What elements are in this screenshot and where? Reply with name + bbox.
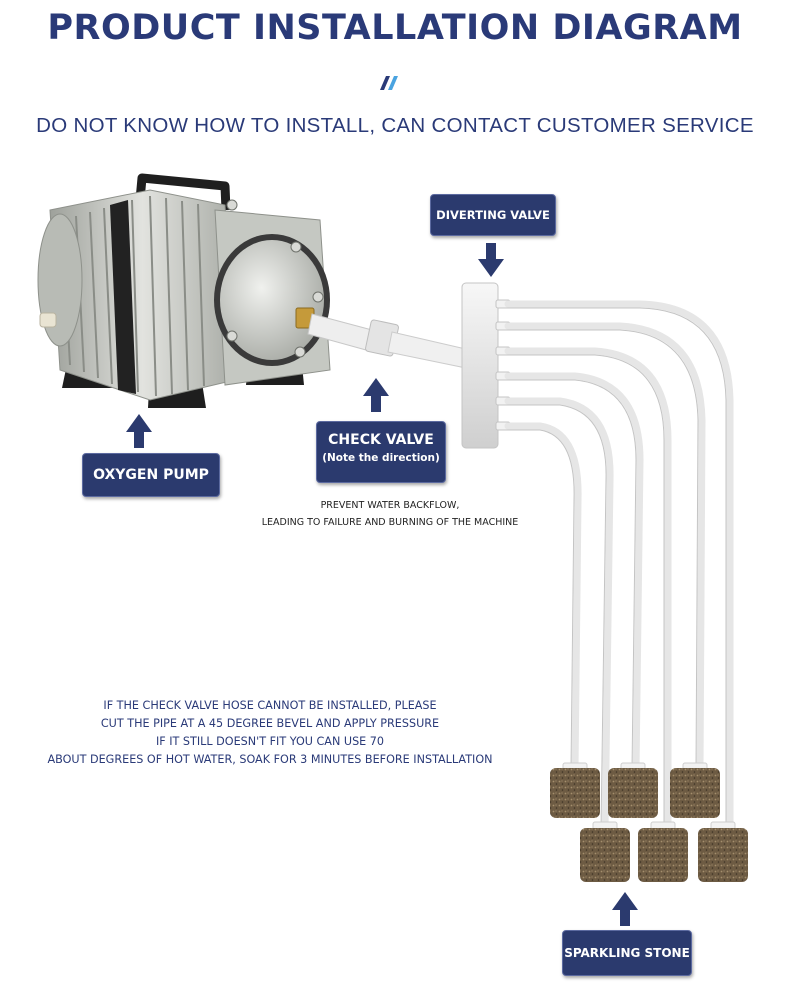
- check-valve-direction-note: (Note the direction): [322, 452, 440, 464]
- note-line: PREVENT WATER BACKFLOW,: [320, 500, 460, 511]
- tip-line: IF IT STILL DOESN'T FIT YOU CAN USE 70: [155, 735, 385, 748]
- check-valve-label: CHECK VALVE (Note the direction): [316, 421, 446, 483]
- slash-mark-icon: [380, 76, 398, 90]
- sparkling-stone-label: SPARKLING STONE: [562, 930, 692, 976]
- subtitle: DO NOT KNOW HOW TO INSTALL, CAN CONTACT …: [36, 114, 754, 137]
- oxygen-pump: [37, 173, 331, 408]
- tip-line: CUT THE PIPE AT A 45 DEGREE BEVEL AND AP…: [100, 717, 440, 730]
- diverting-valve: [461, 282, 511, 449]
- oxygen-pump-label: OXYGEN PUMP: [82, 453, 220, 497]
- tip-line: IF THE CHECK VALVE HOSE CANNOT BE INSTAL…: [103, 699, 437, 712]
- installation-tip: IF THE CHECK VALVE HOSE CANNOT BE INSTAL…: [20, 697, 520, 769]
- check-valve-title: CHECK VALVE: [328, 432, 434, 448]
- page-title: PRODUCT INSTALLATION DIAGRAM: [47, 8, 743, 48]
- up-arrow-icon: [363, 378, 389, 412]
- tip-line: ABOUT DEGREES OF HOT WATER, SOAK FOR 3 M…: [47, 753, 493, 766]
- up-arrow-icon: [612, 892, 638, 926]
- diverting-valve-label: DIVERTING VALVE: [430, 194, 556, 236]
- sparkling-stones: [550, 762, 748, 882]
- check-valve: [307, 313, 471, 369]
- check-valve-note: PREVENT WATER BACKFLOW, LEADING TO FAILU…: [230, 497, 550, 531]
- note-line: LEADING TO FAILURE AND BURNING OF THE MA…: [261, 517, 519, 528]
- down-arrow-icon: [478, 243, 504, 277]
- up-arrow-icon: [126, 414, 152, 448]
- air-tubes: [504, 300, 734, 834]
